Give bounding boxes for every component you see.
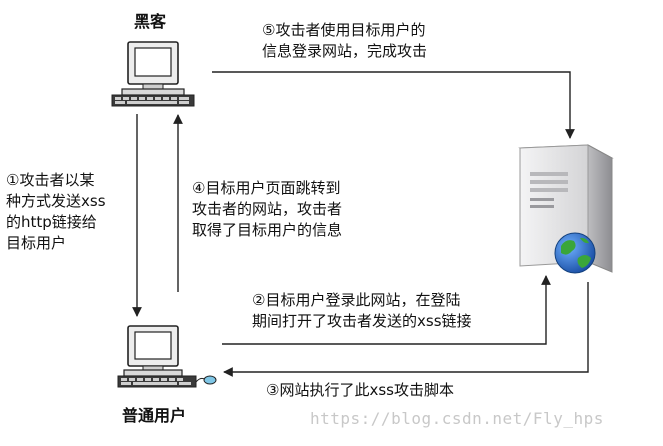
user-label: 普通用户 (122, 406, 187, 425)
step-2-line: ②目标用户登录此网站，在登陆 (252, 291, 461, 309)
step-2-line: 期间打开了攻击者发送的xss链接 (252, 312, 472, 330)
step-5-line: 信息登录网站，完成攻击 (262, 42, 428, 60)
step-5-line: ⑤攻击者使用目标用户的 (262, 21, 426, 39)
step-4-line: ④目标用户页面跳转到 (192, 179, 341, 197)
arrow-step-5 (212, 71, 575, 139)
step-1-line: 目标用户 (6, 234, 67, 252)
step-1-line: ①攻击者以某 (6, 171, 95, 189)
step-1-label: ①攻击者以某 种方式发送xss 的http链接给 目标用户 (6, 170, 106, 254)
step-4-label: ④目标用户页面跳转到 攻击者的网站，攻击者 取得了目标用户的信息 (192, 178, 342, 241)
step-3-label: ③网站执行了此xss攻击脚本 (266, 380, 454, 401)
step-3-line: ③网站执行了此xss攻击脚本 (266, 381, 454, 399)
step-1-line: 的http链接给 (6, 213, 97, 231)
step-4-line: 取得了目标用户的信息 (192, 221, 343, 239)
arrow-step-3 (223, 282, 589, 377)
user-computer-icon (117, 325, 217, 388)
watermark-text: https://blog.csdn.net/Fly_hps (310, 409, 604, 428)
step-1-line: 种方式发送xss (6, 192, 106, 210)
step-5-label: ⑤攻击者使用目标用户的 信息登录网站，完成攻击 (262, 20, 427, 62)
hacker-label: 黑客 (134, 12, 167, 31)
step-2-label: ②目标用户登录此网站，在登陆 期间打开了攻击者发送的xss链接 (252, 290, 472, 332)
step-4-line: 攻击者的网站，攻击者 (192, 200, 343, 218)
arrow-step-2 (222, 275, 551, 345)
server-tower-icon (518, 144, 614, 274)
hacker-computer-icon (111, 41, 195, 107)
